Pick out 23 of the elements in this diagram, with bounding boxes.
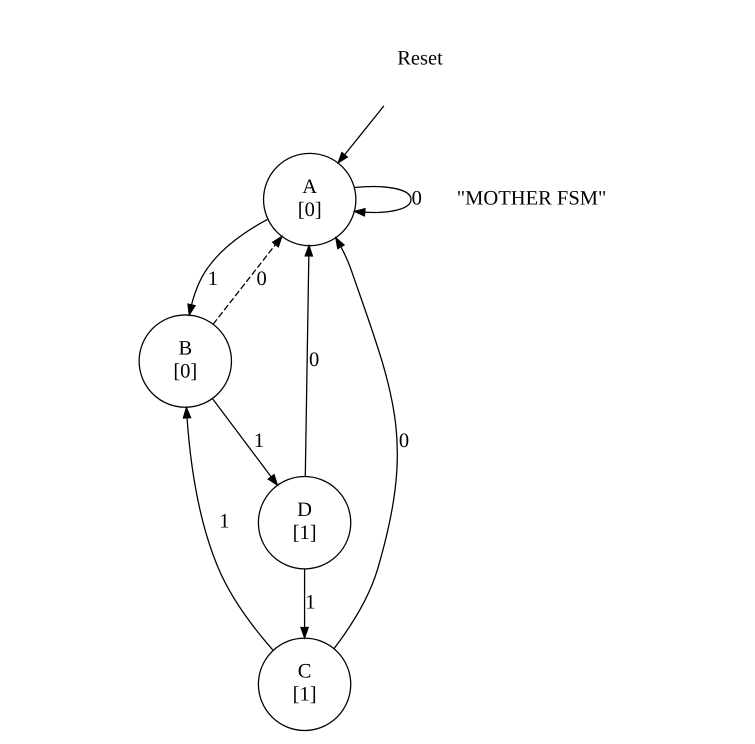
edge-label: 0 [398,430,409,452]
node-circle: B [0] [138,314,232,408]
node-circle: D [1] [257,476,351,570]
arrow [352,186,412,217]
node-text: Reset [396,48,442,70]
edge-label: 1 [253,430,264,452]
arrow [336,106,384,164]
edge-label: 0 [411,187,422,210]
edge-label: 0 [308,348,319,371]
arrow [212,234,282,325]
arrow [304,244,313,476]
edge-label: 1 [218,510,230,533]
edge-label: 0 [256,268,266,290]
arrow [182,406,274,651]
label: "MOTHER FSM" [456,187,606,210]
arrow [212,398,278,487]
arrow [186,218,268,317]
edge-label: 1 [304,591,315,614]
arrow [333,236,398,649]
node-circle: C [1] [257,637,351,732]
edge-label: 1 [207,268,218,290]
arrow [300,569,309,640]
node-circle: A [0] [262,152,356,246]
